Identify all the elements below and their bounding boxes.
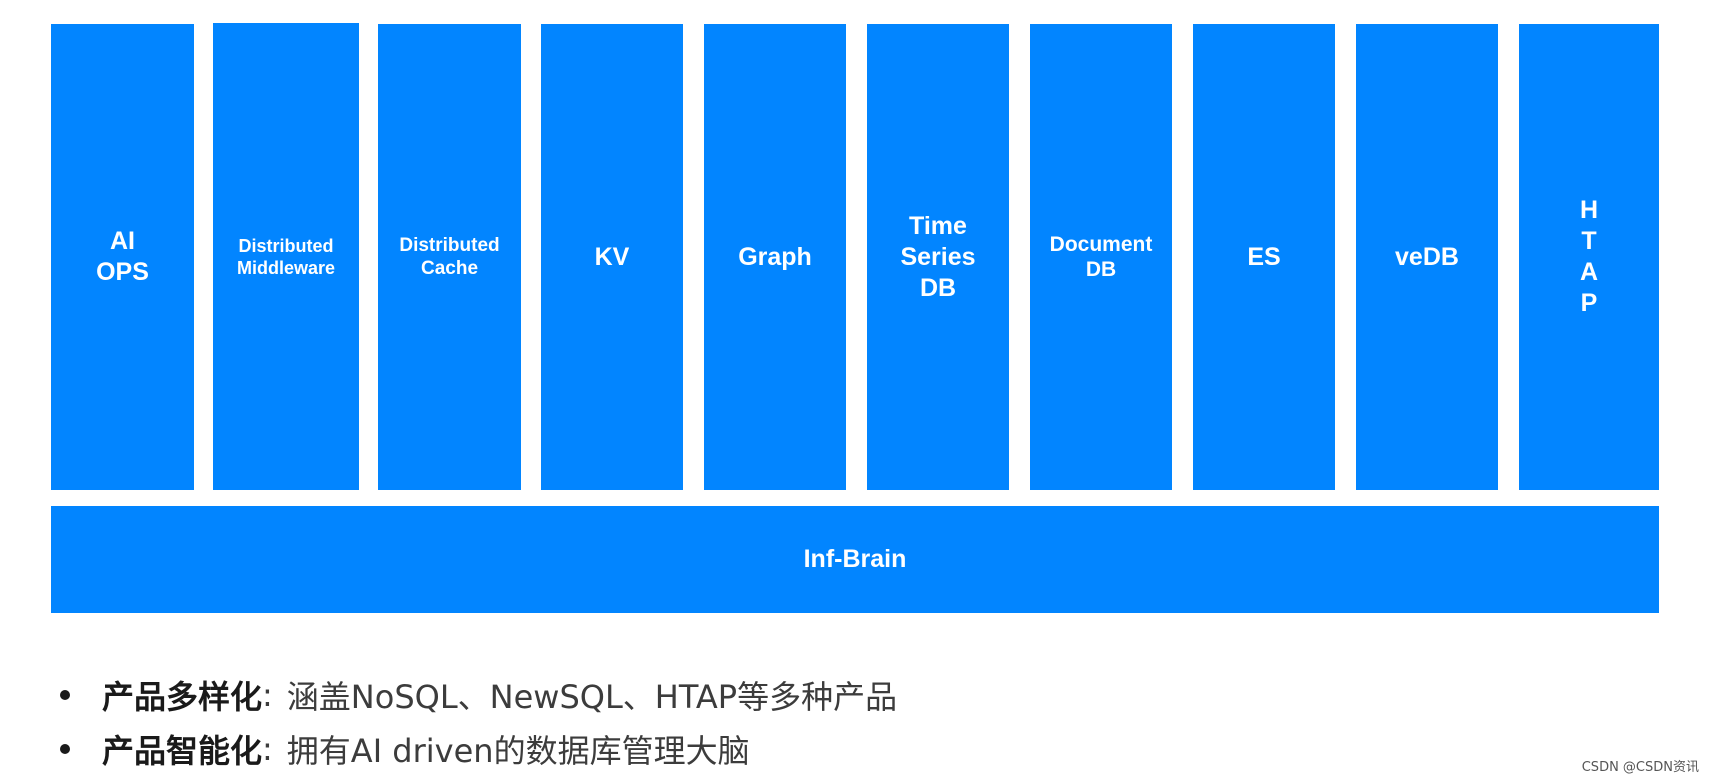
column-vedb: veDB	[1356, 24, 1498, 490]
column-graph: Graph	[704, 24, 846, 490]
bullet-dot-icon	[60, 744, 70, 754]
feature-text: 拥有AI driven的数据库管理大脑	[286, 732, 750, 770]
feature-item-intelligence: 产品智能化 : 拥有AI driven的数据库管理大脑	[52, 722, 1552, 776]
column-kv: KV	[541, 24, 683, 490]
feature-text: 涵盖NoSQL、NewSQL、HTAP等多种产品	[286, 678, 898, 716]
column-time-series-db: Time Series DB	[867, 24, 1009, 490]
column-distributed-cache: Distributed Cache	[378, 24, 521, 490]
feature-colon: :	[262, 676, 273, 714]
feature-colon: :	[262, 730, 273, 768]
feature-item-diversification: 产品多样化 : 涵盖NoSQL、NewSQL、HTAP等多种产品	[52, 668, 1552, 722]
feature-title: 产品智能化	[102, 732, 263, 770]
architecture-diagram: AI OPS Distributed Middleware Distribute…	[51, 23, 1659, 613]
column-distributed-middleware: Distributed Middleware	[213, 23, 359, 490]
column-es: ES	[1193, 24, 1335, 490]
column-document-db: Document DB	[1030, 24, 1172, 490]
feature-list: 产品多样化 : 涵盖NoSQL、NewSQL、HTAP等多种产品 产品智能化 :…	[52, 668, 1552, 776]
feature-title: 产品多样化	[102, 678, 263, 716]
bullet-dot-icon	[60, 690, 70, 700]
watermark: CSDN @CSDN资讯	[1581, 760, 1699, 775]
column-htap: H T A P	[1519, 24, 1659, 490]
column-ai-ops: AI OPS	[51, 24, 194, 490]
base-layer-inf-brain: Inf-Brain	[51, 506, 1659, 613]
